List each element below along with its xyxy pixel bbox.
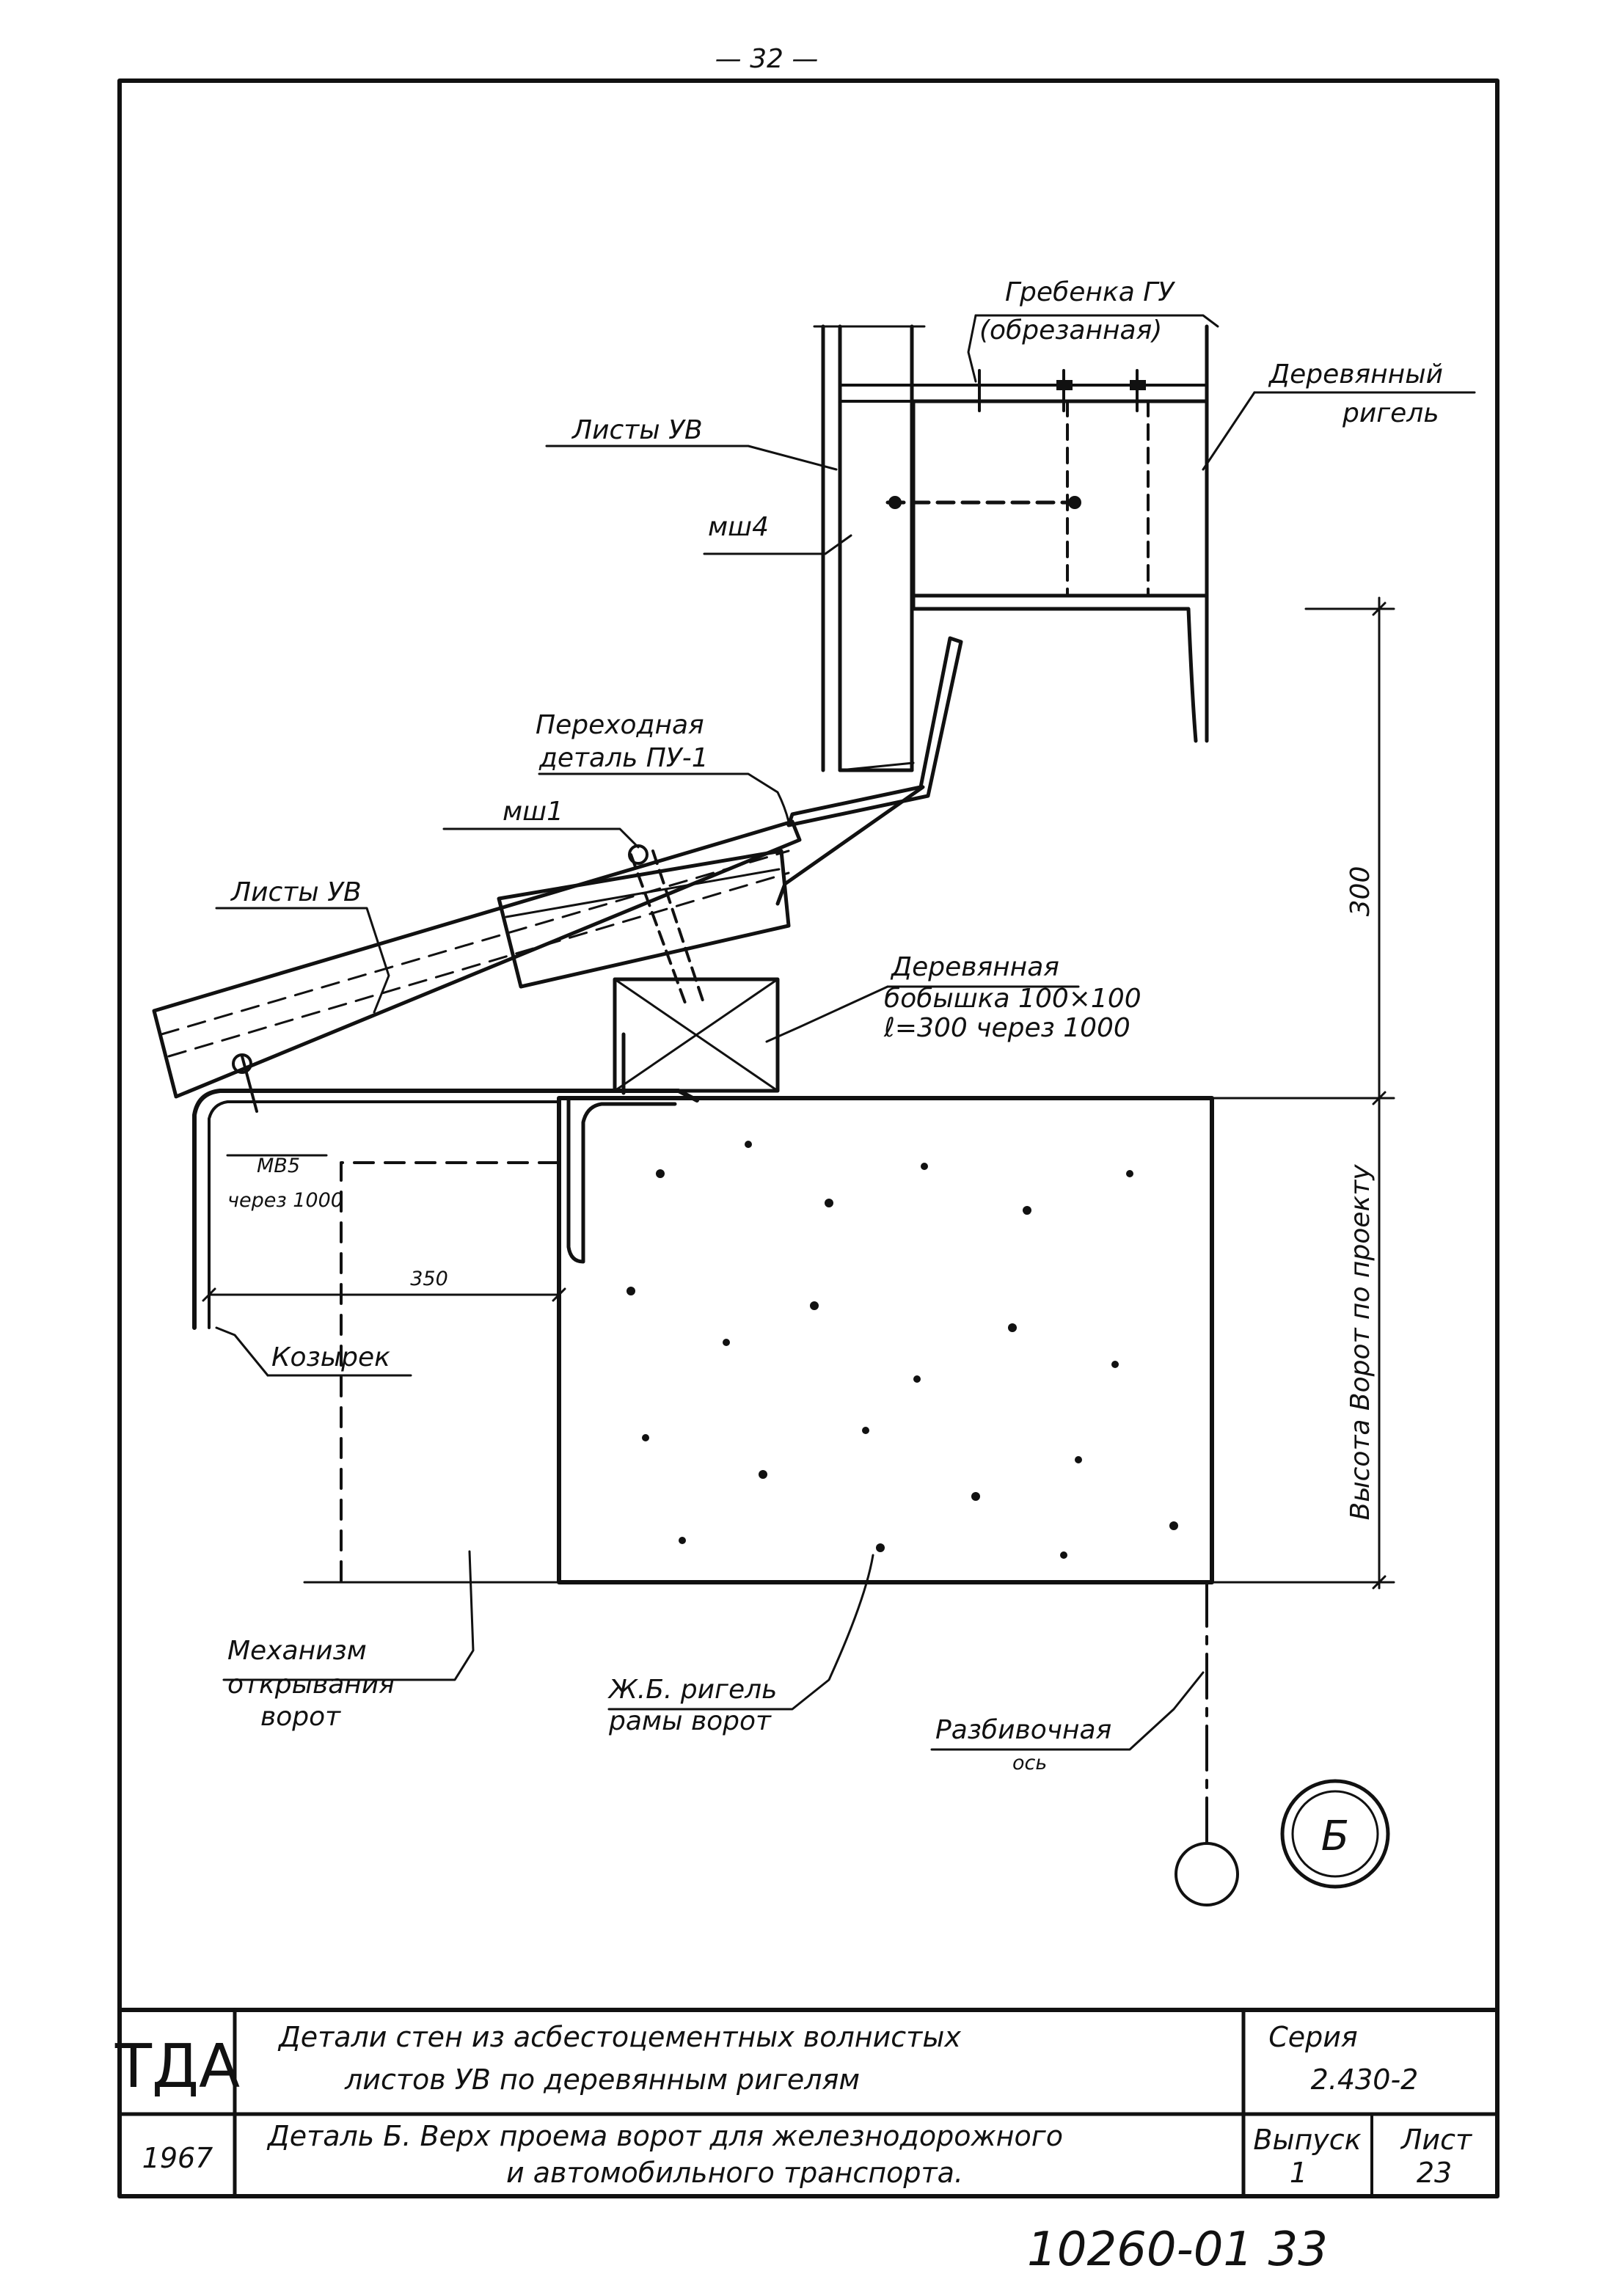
label-mechanism-2: открывания (227, 1670, 395, 1700)
label-perekhod-1: Переходная (536, 710, 704, 740)
subtitle-line-2: и автомобильного транспорта. (506, 2157, 963, 2189)
label-rc-rigel-1: Ж.Б. ригель (607, 1675, 777, 1705)
label-mb5: МВ5 (257, 1155, 300, 1177)
label-listy-uv-top: Листы УВ (571, 415, 703, 445)
wooden-boss (613, 977, 780, 1095)
gate-height-label: Высота Ворот по проекту (1345, 1164, 1376, 1521)
label-listy-uv-left: Листы УВ (230, 877, 362, 907)
sheet-label: Лист (1400, 2124, 1473, 2156)
steel-column (813, 324, 926, 772)
label-grebenka-2: (обрезанная) (979, 315, 1162, 346)
dimension-350-label: 350 (410, 1268, 448, 1290)
concrete-rigel (557, 1096, 1214, 1584)
subtitle-line-1: Деталь Б. Верх проема ворот для железнод… (266, 2120, 1063, 2152)
label-boss-3: ℓ=300 через 1000 (883, 1013, 1130, 1043)
page-number: — 32 — (715, 44, 819, 74)
label-kozyrek: Козырек (271, 1342, 390, 1372)
drawing-frame (117, 78, 1499, 2198)
detail-mark (1280, 1779, 1390, 1889)
title-org: ТДА (114, 2032, 240, 2102)
label-boss-1: Деревянная (890, 952, 1059, 982)
title-line-2: листов УВ по деревянным ригелям (344, 2063, 860, 2096)
label-msh4: мш4 (708, 512, 769, 542)
label-wood-rigel-2: ригель (1342, 398, 1439, 428)
label-rc-rigel-2: рамы ворот (608, 1706, 772, 1736)
label-wood-rigel-1: Деревянный (1268, 359, 1443, 390)
dimension-line-right (1209, 596, 1395, 1590)
series-value: 2.430-2 (1311, 2063, 1419, 2096)
detail-mark-label: Б (1321, 1813, 1349, 1860)
label-grebenka-1: Гребенка ГУ (1005, 277, 1175, 307)
mechanism-outline (303, 1161, 560, 1584)
wooden-rigel (885, 324, 1209, 604)
series-label: Серия (1268, 2021, 1358, 2053)
label-perekhod-2: деталь ПУ-1 (538, 743, 709, 773)
issue-label: Выпуск (1253, 2124, 1361, 2156)
label-axis-1: Разбивочная (935, 1715, 1111, 1745)
label-mechanism-1: Механизм (227, 1636, 367, 1666)
title-block (117, 2008, 1499, 2198)
issue-value: 1 (1290, 2157, 1307, 2189)
comb-plate (839, 369, 1208, 412)
label-mechanism-3: ворот (260, 1702, 341, 1732)
label-boss-2: бобышка 100×100 (884, 984, 1141, 1014)
title-year: 1967 (142, 2142, 213, 2174)
label-mb5-step: через 1000 (227, 1189, 343, 1212)
title-line-1: Детали стен из асбестоцементных волнисты… (277, 2021, 961, 2053)
canopy (192, 1053, 699, 1330)
support-angle (911, 593, 1209, 743)
handwritten-number: 10260-01 33 (1027, 2223, 1328, 2277)
dimension-300-label: 300 (1345, 866, 1376, 917)
label-msh1: мш1 (503, 797, 563, 827)
label-axis-2: ось (1012, 1752, 1047, 1774)
leader-lines (215, 314, 1476, 1751)
grid-axis (1175, 1581, 1239, 1906)
sheet-value: 23 (1417, 2157, 1452, 2189)
dimension-350 (202, 1287, 566, 1302)
